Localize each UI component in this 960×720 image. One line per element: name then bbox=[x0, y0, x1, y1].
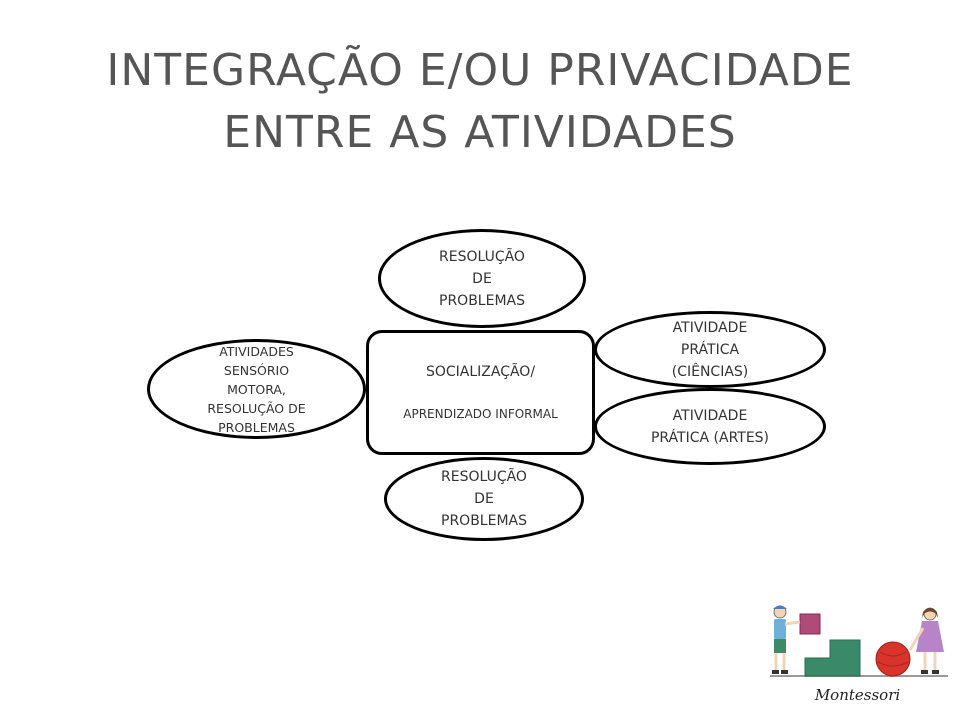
title-line-1: INTEGRAÇÃO E/OU PRIVACIDADE bbox=[106, 45, 854, 96]
node-bottom-label: RESOLUÇÃO DE PROBLEMAS bbox=[441, 469, 527, 529]
center-line-1: SOCIALIZAÇÃO/ bbox=[425, 363, 536, 380]
center-line-2: APRENDIZADO INFORMAL bbox=[403, 406, 558, 421]
node-bottom-problem-solving: RESOLUÇÃO DE PROBLEMAS bbox=[384, 457, 584, 541]
node-left-label: ATIVIDADES SENSÓRIO MOTORA, RESOLUÇÃO DE… bbox=[207, 343, 306, 435]
node-right-bottom-label: ATIVIDADE PRÁTICA (ARTES) bbox=[650, 407, 770, 446]
logo-girl-icon bbox=[908, 607, 944, 674]
logo-caption: Montessori bbox=[814, 686, 901, 704]
logo-boy-icon bbox=[772, 605, 801, 674]
node-top-problem-solving: RESOLUÇÃO DE PROBLEMAS bbox=[378, 229, 586, 328]
page-title: INTEGRAÇÃO E/OU PRIVACIDADE ENTRE AS ATI… bbox=[0, 40, 960, 164]
logo-ball-lines bbox=[877, 651, 909, 667]
node-center-label: SOCIALIZAÇÃO/ APRENDIZADO INFORMAL bbox=[403, 340, 558, 446]
logo-step-icon bbox=[804, 639, 861, 677]
montessori-logo-icon bbox=[770, 605, 948, 677]
node-right-bottom-arts: ATIVIDADE PRÁTICA (ARTES) bbox=[594, 388, 826, 465]
title-line-2: ENTRE AS ATIVIDADES bbox=[223, 107, 737, 158]
node-left-sensory-motor: ATIVIDADES SENSÓRIO MOTORA, RESOLUÇÃO DE… bbox=[147, 339, 366, 439]
node-top-label: RESOLUÇÃO DE PROBLEMAS bbox=[439, 248, 525, 309]
logo-square-icon bbox=[799, 613, 821, 635]
node-right-top-label: ATIVIDADE PRÁTICA (CIÊNCIAS) bbox=[671, 319, 749, 380]
logo-ball-icon bbox=[875, 641, 911, 677]
node-center-socialization: SOCIALIZAÇÃO/ APRENDIZADO INFORMAL bbox=[366, 330, 595, 455]
node-right-top-science: ATIVIDADE PRÁTICA (CIÊNCIAS) bbox=[594, 311, 826, 388]
